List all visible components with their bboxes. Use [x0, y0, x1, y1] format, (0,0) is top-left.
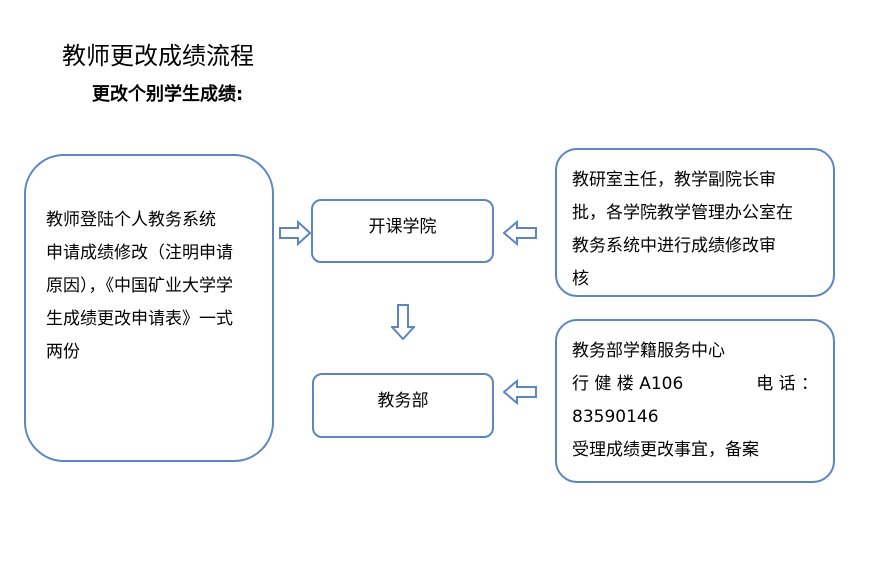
arrow-left-icon [503, 379, 537, 405]
academic-affairs-box: 教务部 [312, 373, 494, 438]
director-line: 核 [572, 269, 589, 289]
service-center-location: 行 健 楼 A106 [572, 374, 684, 394]
teacher-line: 教师登陆个人教务系统 [46, 210, 216, 230]
director-line: 教务系统中进行成绩修改审 [572, 236, 776, 256]
teacher-application-box: 教师登陆个人教务系统 申请成绩修改（注明申请 原因），《中国矿业大学学 生成绩更… [24, 154, 274, 462]
arrow-left-icon [503, 220, 537, 246]
service-center-phone: 83590146 [572, 407, 659, 427]
academic-affairs-label: 教务部 [377, 391, 429, 411]
teacher-line: 两份 [46, 342, 80, 362]
service-center-contact-row: 行 健 楼 A106 电 话 ： [572, 368, 818, 401]
page-title: 教师更改成绩流程 [62, 42, 254, 70]
director-approval-text: 教研室主任，教学副院长审 批，各学院教学管理办公室在 教务系统中进行成绩修改审 … [572, 164, 793, 296]
director-line: 教研室主任，教学副院长审 [572, 170, 776, 190]
service-center-note: 受理成绩更改事宜，备案 [572, 440, 759, 460]
service-center-box: 教务部学籍服务中心 行 健 楼 A106 电 话 ： 83590146 受理成绩… [555, 319, 835, 483]
director-approval-box: 教研室主任，教学副院长审 批，各学院教学管理办公室在 教务系统中进行成绩修改审 … [555, 148, 835, 297]
arrow-down-icon [391, 304, 415, 340]
teacher-line: 原因），《中国矿业大学学 [46, 276, 233, 296]
arrow-right-icon [279, 220, 311, 246]
teacher-line: 申请成绩修改（注明申请 [46, 243, 233, 263]
page-subtitle: 更改个别学生成绩: [92, 84, 244, 105]
college-box: 开课学院 [311, 199, 494, 263]
college-label: 开课学院 [368, 217, 437, 237]
director-line: 批，各学院教学管理办公室在 [572, 203, 793, 223]
service-center-phone-label: 电 话 ： [756, 374, 818, 394]
teacher-line: 生成绩更改申请表》一式 [46, 309, 233, 329]
service-center-text: 教务部学籍服务中心 行 健 楼 A106 电 话 ： 83590146 受理成绩… [572, 335, 818, 467]
teacher-application-text: 教师登陆个人教务系统 申请成绩修改（注明申请 原因），《中国矿业大学学 生成绩更… [46, 204, 233, 369]
service-center-name: 教务部学籍服务中心 [572, 341, 725, 361]
